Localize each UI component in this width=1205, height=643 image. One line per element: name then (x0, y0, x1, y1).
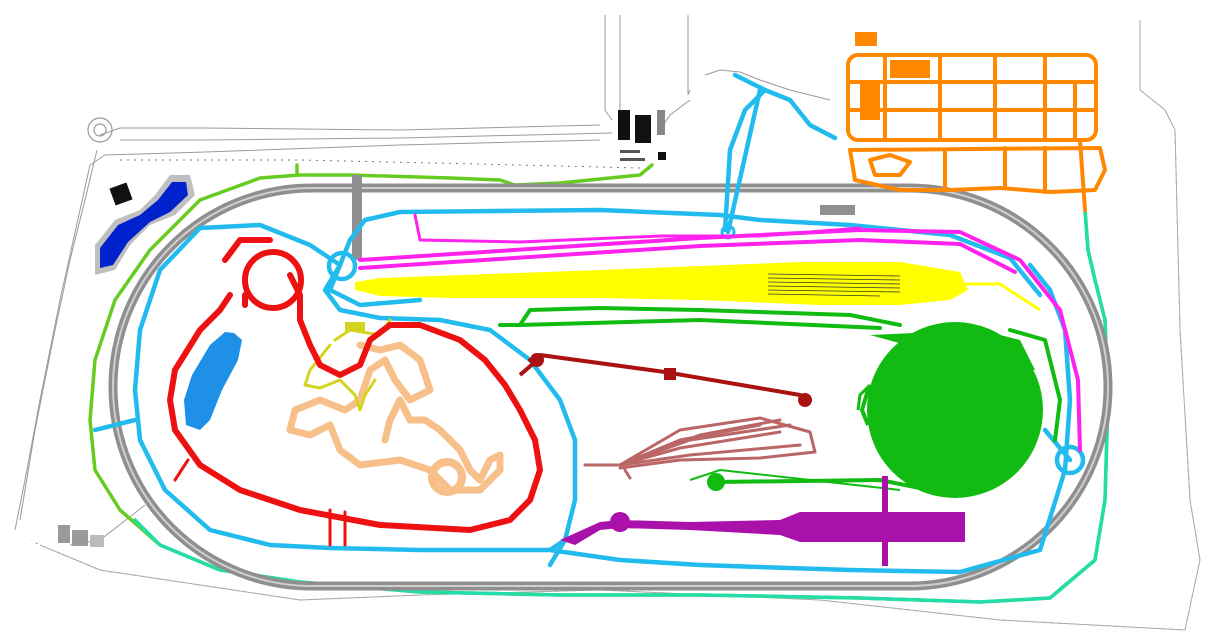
dynamic-platform (498, 306, 1062, 498)
outer-high-speed-oval (108, 175, 1113, 591)
navy-wading-pool (95, 175, 195, 275)
entrance-buildings (618, 110, 666, 161)
handling-circuit (167, 237, 543, 547)
roundabout (87, 117, 113, 143)
peach-track (286, 341, 504, 496)
gatehouse-building (58, 525, 104, 547)
service-road-network (92, 72, 1086, 575)
orange-facility-complex (846, 32, 1107, 212)
purple-test-strip (560, 476, 965, 566)
yellow-straight (355, 262, 1041, 312)
fan-test-track (583, 416, 817, 480)
water-basin (184, 332, 242, 430)
braking-strip (518, 353, 812, 407)
magenta-straight (358, 213, 1082, 452)
